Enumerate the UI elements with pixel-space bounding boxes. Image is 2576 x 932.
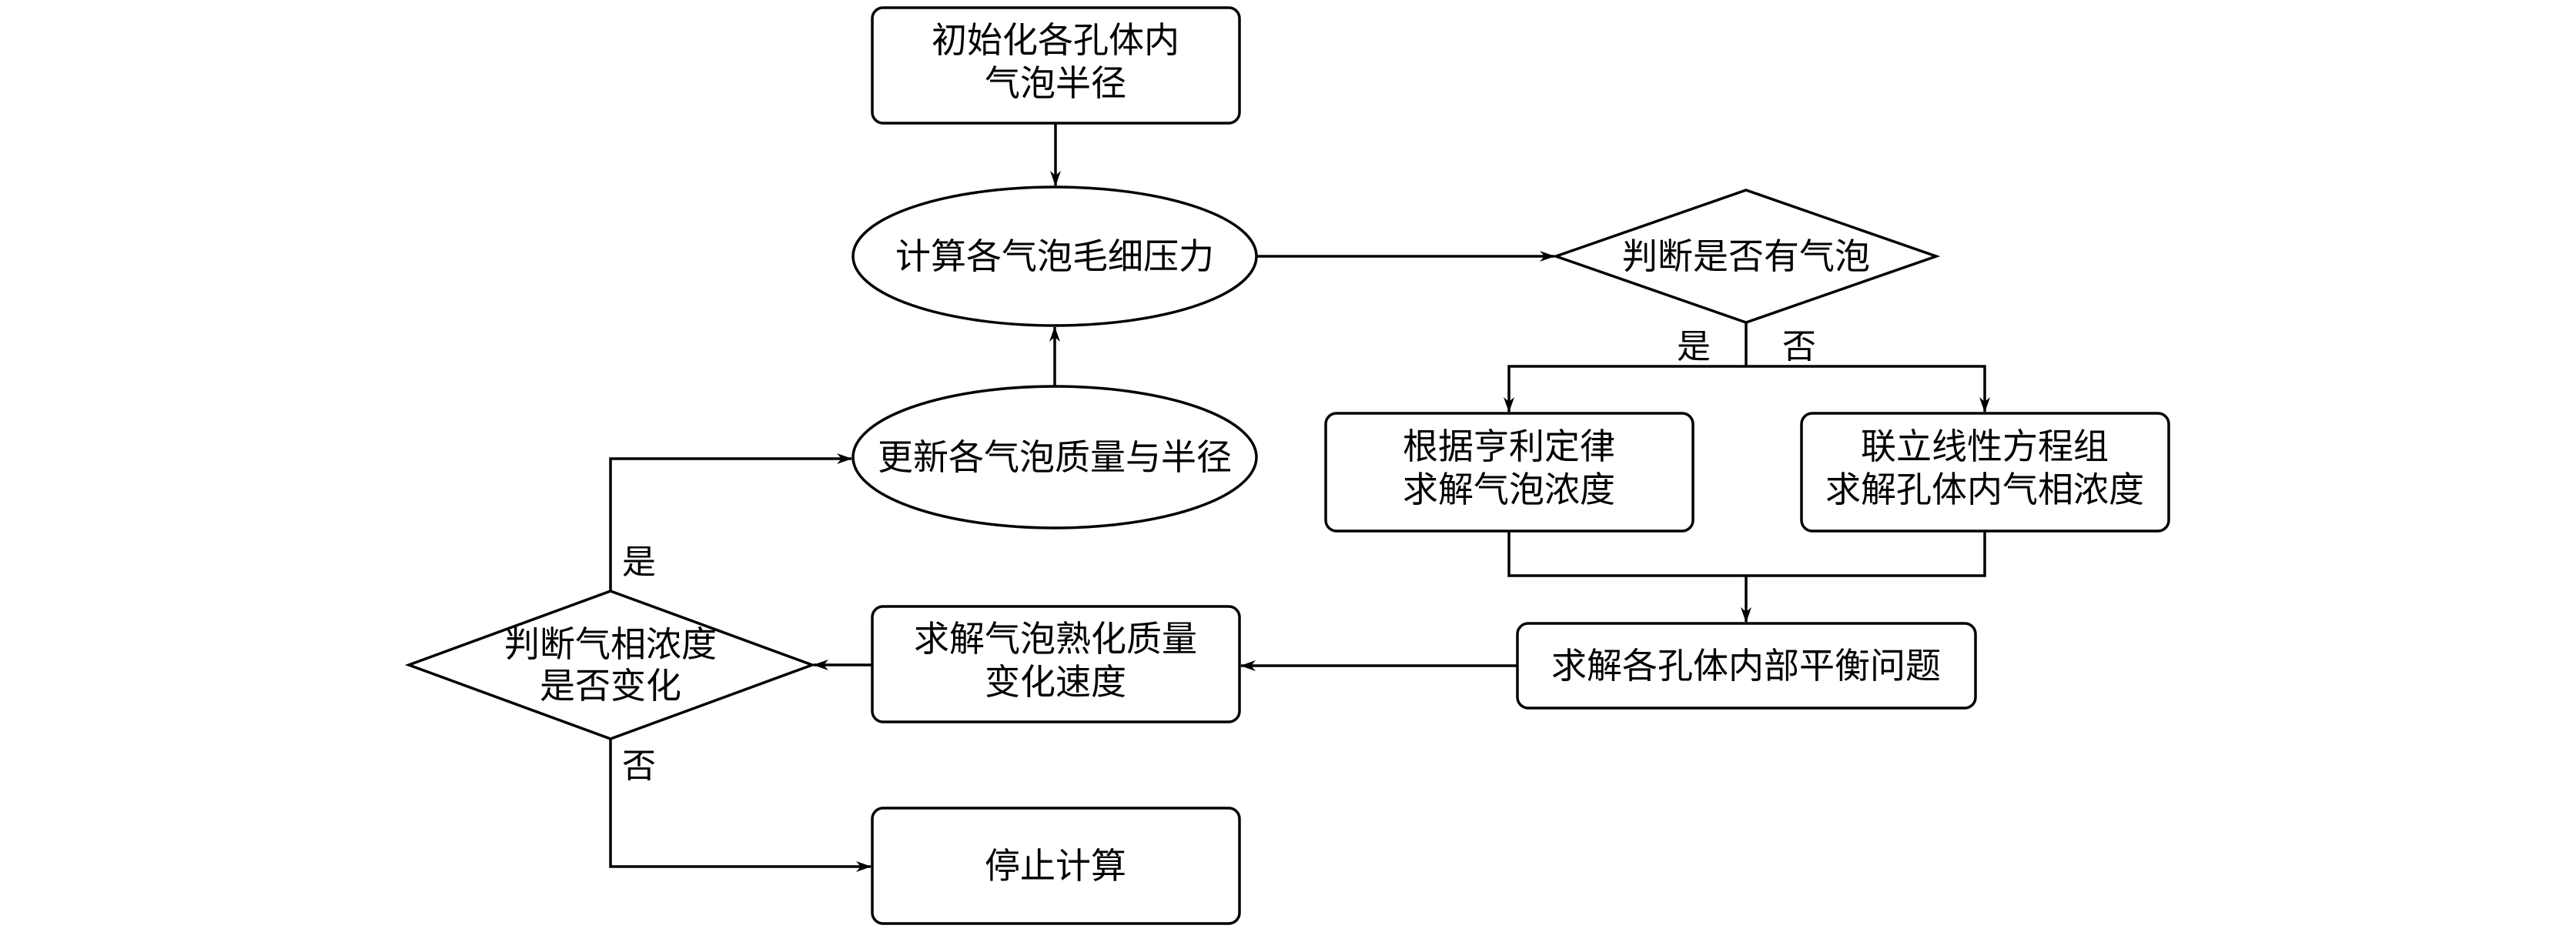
node-linear-equations: 联立线性方程组 求解孔体内气相浓度 <box>1800 412 2170 533</box>
node-ripening-line1: 求解气泡熟化质量 <box>914 618 1197 660</box>
node-henry-law: 根据亨利定律 求解气泡浓度 <box>1324 412 1694 533</box>
node-henry-line2: 求解气泡浓度 <box>1403 469 1615 510</box>
node-ripening-line2: 变化速度 <box>985 661 1126 703</box>
node-update-label: 更新各气泡质量与半径 <box>878 436 1232 478</box>
node-update-bubbles: 更新各气泡质量与半径 <box>851 385 1258 529</box>
node-henry-line1: 根据亨利定律 <box>1403 426 1615 467</box>
branch-bubble-no: 否 <box>1782 327 1816 366</box>
node-capillary-pressure: 计算各气泡毛细压力 <box>851 185 1258 327</box>
branch-change-yes: 是 <box>622 543 656 582</box>
node-judge-bubble: 判断是否有气泡 <box>1551 189 1941 324</box>
edge-judge-to-linear <box>1746 365 1990 413</box>
branch-change-no: 否 <box>622 747 656 786</box>
node-capillary-label: 计算各气泡毛细压力 <box>895 236 1214 277</box>
edge-judge-to-henry <box>1504 365 1746 413</box>
node-init-radius: 初始化各孔体内 气泡半径 <box>871 6 1241 125</box>
node-init-line1: 初始化各孔体内 <box>932 19 1179 61</box>
node-equilibrium: 求解各孔体内部平衡问题 <box>1516 622 1977 710</box>
node-linear-line2: 求解孔体内气相浓度 <box>1825 469 2144 510</box>
edge-merge-bar <box>1507 531 1986 577</box>
node-judge-bubble-label: 判断是否有气泡 <box>1622 236 1870 277</box>
edge-judge-change-to-stop <box>609 739 871 872</box>
node-init-line2: 气泡半径 <box>985 62 1126 104</box>
node-judge-change-line1: 判断气相浓度 <box>504 623 717 665</box>
node-judge-change-line2: 是否变化 <box>540 665 681 707</box>
edge-judge-change-to-update <box>609 453 852 591</box>
node-ripening-rate: 求解气泡熟化质量 变化速度 <box>871 605 1241 723</box>
node-stop: 停止计算 <box>871 807 1241 925</box>
node-linear-line1: 联立线性方程组 <box>1861 426 2109 467</box>
branch-bubble-yes: 是 <box>1677 327 1711 366</box>
node-judge-change: 判断气相浓度 是否变化 <box>404 590 817 740</box>
node-stop-label: 停止计算 <box>985 845 1126 887</box>
node-equilibrium-label: 求解各孔体内部平衡问题 <box>1551 645 1941 686</box>
